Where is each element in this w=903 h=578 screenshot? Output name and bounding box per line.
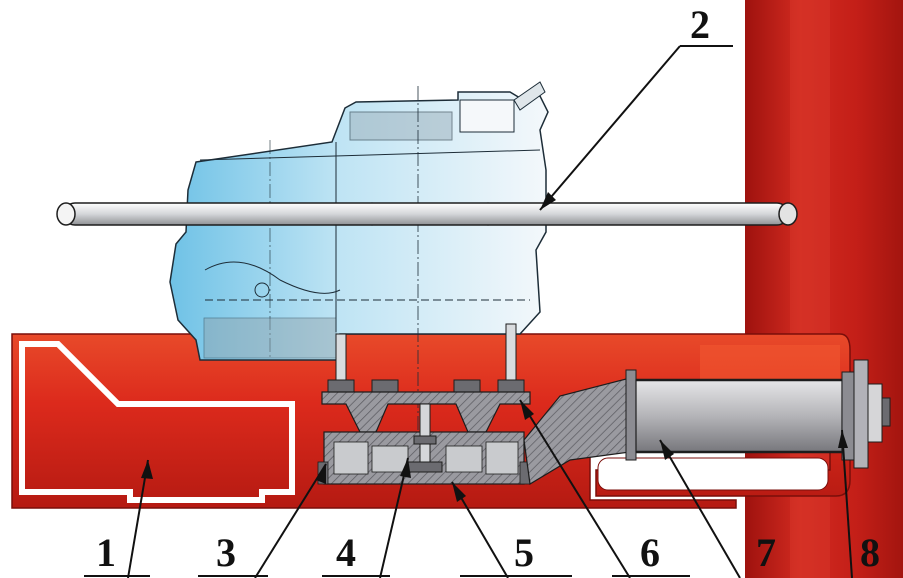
leader-line-4	[379, 457, 409, 578]
end-cap	[841, 359, 891, 469]
callout-label-2: 2	[690, 2, 710, 47]
leader-line-8	[841, 429, 853, 578]
leader-line-1	[127, 459, 149, 578]
lower-housing	[317, 403, 531, 485]
callout-label-5: 5	[514, 530, 534, 575]
callout-label-4: 4	[336, 530, 356, 575]
engine	[169, 81, 549, 470]
leader-lines	[127, 45, 853, 578]
adapter-plate	[321, 391, 531, 433]
leader-line-7	[659, 439, 741, 578]
callout-label-6: 6	[640, 530, 660, 575]
callout-label-1: 1	[96, 530, 116, 575]
base-frame	[11, 333, 851, 509]
leader-line-3	[254, 463, 327, 578]
callout-label-3: 3	[216, 530, 236, 575]
leader-line-6	[519, 399, 631, 578]
exhaust-duct	[523, 369, 843, 485]
lifting-bar	[56, 202, 798, 226]
callout-label-8: 8	[860, 530, 880, 575]
callout-label-7: 7	[756, 530, 776, 575]
leader-line-2	[539, 45, 681, 211]
